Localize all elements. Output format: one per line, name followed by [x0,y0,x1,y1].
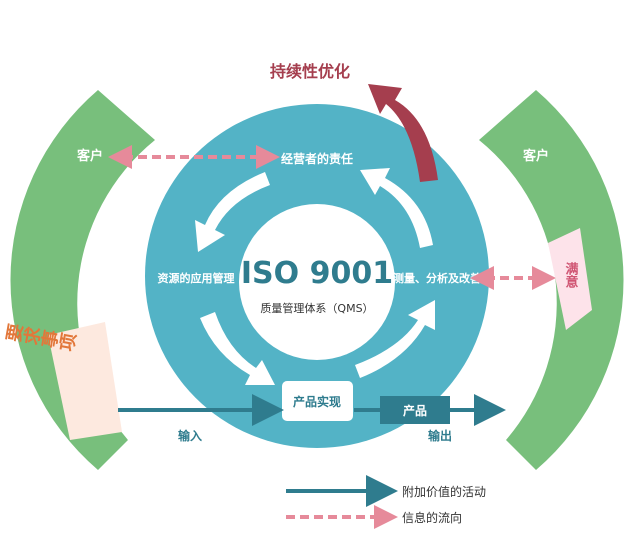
legend: 附加价值的活动 信息的流向 [286,475,486,529]
continuous-improvement-title: 持续性优化 [270,62,350,81]
right-customer-label: 客户 [523,148,549,164]
center-title: ISO 9001 [241,256,393,291]
right-customer-arc [479,90,624,470]
legend-dashed-label: 信息的流向 [402,510,462,525]
cycle-arrow-right-top [360,168,433,248]
label-left: 资源的应用管理 [158,271,235,285]
cycle-arrows [195,168,435,385]
cycle-arrow-top-left [195,172,270,252]
label-right: 测量、分析及改善 [393,271,481,285]
left-customer-arc [10,90,155,470]
requirements-badge [48,322,122,440]
legend-solid-label: 附加价值的活动 [402,484,486,499]
continuous-improvement-arrow [368,84,438,182]
label-bottom: 产品实现 [293,394,341,409]
product-label: 产品 [403,403,427,418]
cycle-arrow-left-bottom [200,312,275,385]
satisfaction-badge [548,228,592,330]
input-label: 输入 [178,428,202,443]
center-disc [239,204,395,360]
output-label: 输出 [428,428,452,443]
cycle-arrow-bottom-right [355,300,435,378]
product-box [380,396,450,424]
label-top: 经营者的责任 [281,151,353,166]
satisfaction-label: 满意 [563,261,579,289]
left-customer-label: 客户 [77,148,103,164]
center-subtitle: 质量管理体系（QMS） [260,301,373,315]
